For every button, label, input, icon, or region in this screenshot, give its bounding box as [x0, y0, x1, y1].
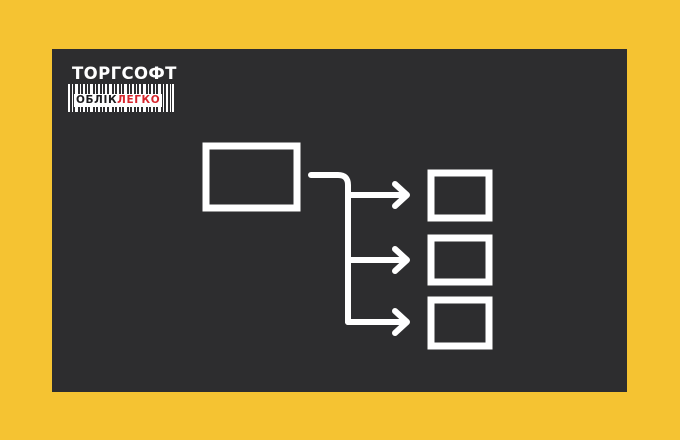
arrow-head-3 — [392, 308, 410, 336]
target-node-box-3 — [427, 296, 493, 350]
source-node-box — [202, 142, 301, 212]
arrow-head-2 — [392, 246, 410, 274]
logo-tagline: ОБЛІКЛЕГКО — [74, 94, 163, 107]
target-node-box-2 — [427, 234, 493, 286]
logo-tagline-part1: ОБЛІК — [76, 94, 118, 106]
target-node-box-1 — [427, 169, 493, 222]
logo-tagline-part2: ЛЕГКО — [117, 94, 161, 106]
torgsoft-logo: ТОРГСОФТ ОБЛІКЛЕГКО — [66, 64, 176, 116]
connector-line — [308, 172, 351, 325]
logo-title: ТОРГСОФТ — [72, 64, 177, 83]
arrow-head-1 — [392, 181, 410, 209]
